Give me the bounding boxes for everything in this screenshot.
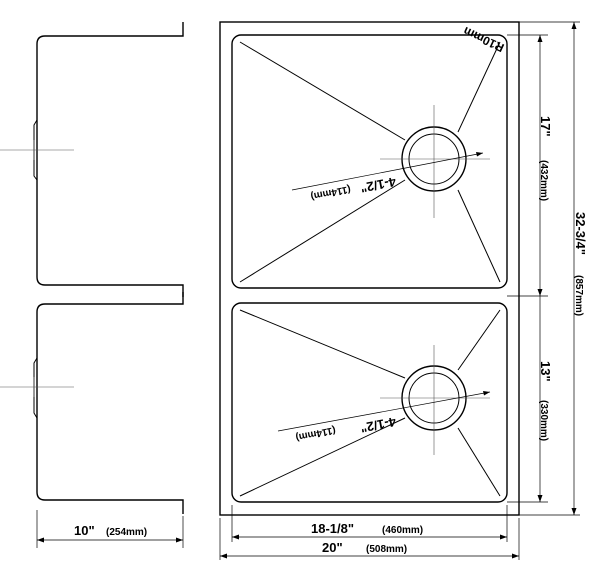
- total-length-label: 32-3/4": [573, 212, 588, 255]
- corner-radius-label: R10mm: [461, 24, 506, 55]
- outer-width-label: 20": [322, 540, 343, 555]
- small-bowl-length-label: 13": [538, 361, 553, 382]
- small-drain-diameter-label: 4-1/2": [359, 414, 397, 436]
- side-depth-dimension: [36, 510, 184, 548]
- large-drain-diameter-mm-label: (114mm): [310, 183, 352, 202]
- large-bowl-outline: [231, 34, 508, 289]
- length-dimensions: [507, 21, 580, 516]
- outer-width-mm-label: (508mm): [366, 544, 407, 555]
- side-depth-mm-label: (254mm): [106, 527, 147, 538]
- inner-width-label: 18-1/8": [311, 521, 354, 536]
- large-bowl: [231, 34, 508, 289]
- large-bowl-length-mm-label: (432mm): [538, 160, 549, 201]
- large-bowl-length-label: 17": [538, 116, 553, 137]
- side-profile-upper: [0, 22, 184, 297]
- small-bowl-outline: [231, 302, 508, 503]
- sink-outer-rim: [219, 21, 520, 516]
- total-length-mm-label: (857mm): [573, 275, 584, 316]
- small-bowl-length-mm-label: (330mm): [538, 400, 549, 441]
- side-profile-lower: [0, 292, 184, 514]
- large-drain-diameter-label: 4-1/2": [359, 174, 397, 196]
- side-depth-label: 10": [74, 523, 95, 538]
- width-dimensions: [219, 505, 520, 560]
- small-bowl: [231, 302, 508, 503]
- inner-width-mm-label: (460mm): [382, 525, 423, 536]
